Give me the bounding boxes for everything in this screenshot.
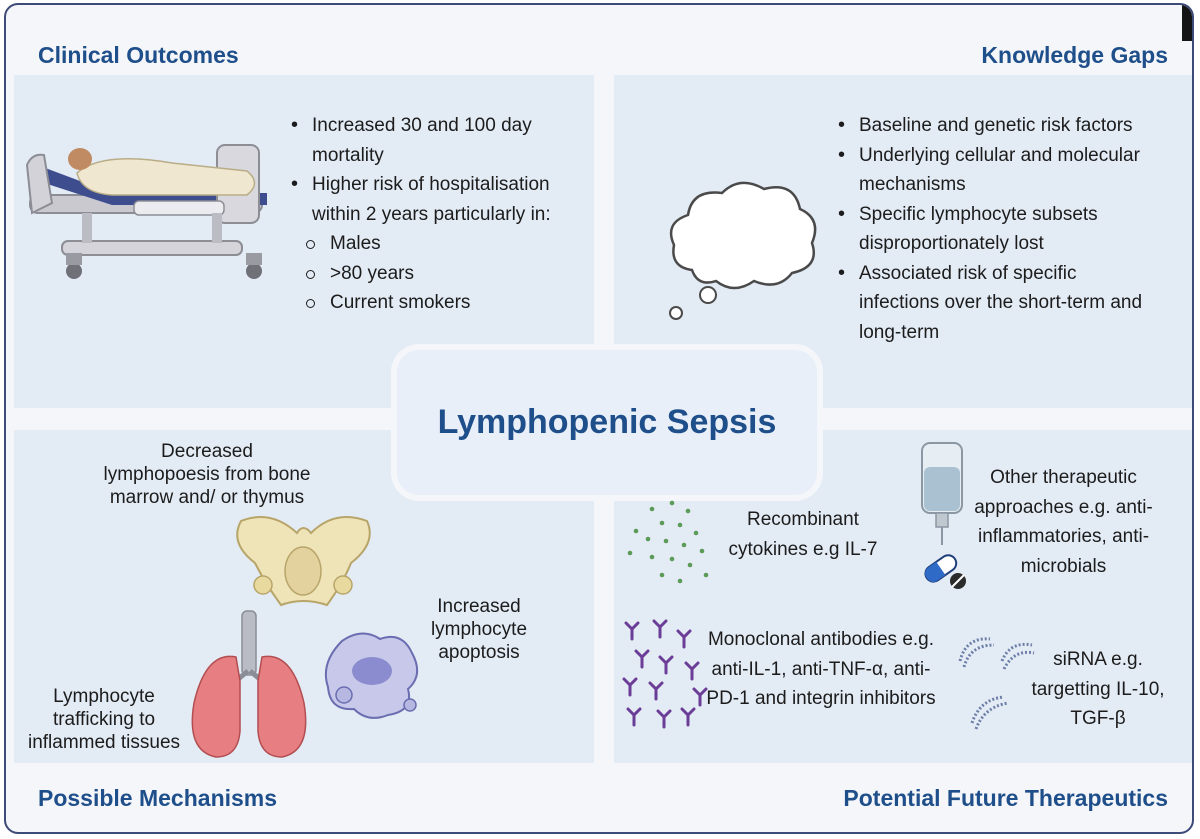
knowledge-gaps-title: Knowledge Gaps <box>981 42 1168 68</box>
sirna-label: siRNA e.g. targetting IL-10, TGF-β <box>1031 649 1165 729</box>
other-therapeutics-label: Other therapeutic approaches e.g. anti-i… <box>974 467 1153 577</box>
clinical-outcomes-title: Clinical Outcomes <box>38 42 239 68</box>
clinical-outcomes-list: Increased 30 and 100 day mortality Highe… <box>288 111 588 318</box>
outcome-sub-bullet: >80 years <box>288 259 588 289</box>
sirna-icon <box>958 637 1035 730</box>
cytokine-dots-icon <box>627 500 709 584</box>
outcome-sub-bullet: Current smokers <box>288 288 588 318</box>
cytokines-label: Recombinant cytokines e.g IL-7 <box>728 509 878 560</box>
outcome-sub-bullet: Males <box>288 229 588 259</box>
central-title-box: Lymphopenic Sepsis <box>397 350 817 495</box>
antibody-icon <box>622 619 708 729</box>
bone-marrow-label: Decreased lymphopoesis from bone marrow … <box>103 441 311 508</box>
thought-cloud-icon <box>669 181 817 320</box>
iv-bag-icon <box>921 442 963 545</box>
gap-bullet: Associated risk of specific infections o… <box>835 259 1145 348</box>
central-title: Lymphopenic Sepsis <box>437 403 777 441</box>
outcome-bullet: Higher risk of hospitalisation within 2 … <box>288 170 588 229</box>
hospital-bed-icon <box>25 144 267 279</box>
gap-bullet: Baseline and genetic risk factors <box>835 111 1145 141</box>
future-therapeutics-title: Potential Future Therapeutics <box>843 785 1168 811</box>
antibodies-label: Monoclonal antibodies e.g. anti-IL-1, an… <box>706 629 936 709</box>
gap-bullet: Specific lymphocyte subsets disproportio… <box>835 200 1145 259</box>
apoptosis-label: Increased lymphocyte apoptosis <box>430 596 528 663</box>
outcome-bullet: Increased 30 and 100 day mortality <box>288 111 588 170</box>
figure-frame: Clinical Outcomes Knowledge Gaps Possibl… <box>4 3 1194 834</box>
corner-tab <box>1182 5 1192 41</box>
lungs-icon <box>191 610 307 758</box>
possible-mechanisms-title: Possible Mechanisms <box>38 785 278 811</box>
pill-icon <box>924 554 966 589</box>
apoptotic-cell-icon <box>324 632 419 719</box>
knowledge-gaps-list: Baseline and genetic risk factors Underl… <box>835 111 1145 347</box>
pelvis-bone-icon <box>236 516 371 607</box>
trafficking-label: Lymphocyte trafficking to inflammed tiss… <box>27 686 181 753</box>
gap-bullet: Underlying cellular and molecular mechan… <box>835 141 1145 200</box>
